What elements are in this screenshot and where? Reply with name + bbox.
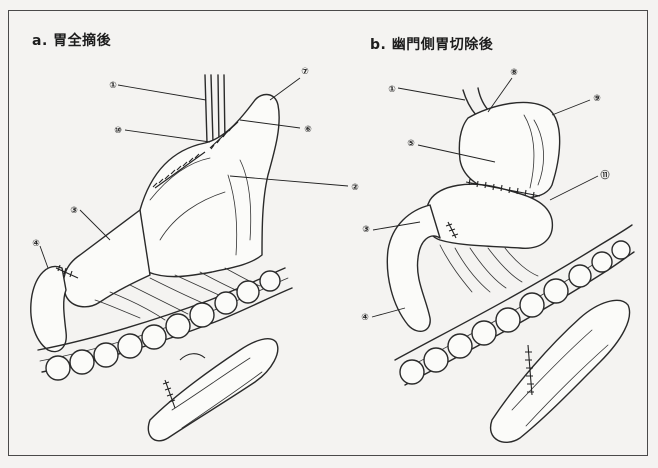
panel-b-illustration: ① ⑧ ⑨ ⑤ ⑪ ③ ④ <box>361 68 634 442</box>
panel-b-callout-9: ⑨ <box>593 94 601 104</box>
panel-a-callout-6: ⑥ <box>304 125 312 135</box>
panel-b-callout-5: ⑤ <box>407 139 415 149</box>
panel-a-callout-4: ④ <box>32 239 40 249</box>
panel-b-callout-3: ③ <box>362 225 370 235</box>
panel-a-callout-3: ③ <box>70 206 78 216</box>
panel-a-lower-bowel <box>148 339 277 441</box>
panel-a-illustration: ① ⑦ ⑩ ⑥ ② ③ ④ <box>31 67 359 441</box>
panel-a-callout-1: ① <box>109 81 117 91</box>
panel-b-afferent-limb <box>387 205 440 331</box>
panel-b-callout-8: ⑧ <box>510 68 518 78</box>
panel-b-mesentery <box>440 245 538 292</box>
panel-a-callout-7: ⑦ <box>301 67 309 77</box>
panel-a-jejunal-limb <box>64 210 150 307</box>
panel-b-callout-11: ⑪ <box>600 169 609 181</box>
panel-a-callout-2: ② <box>351 183 359 193</box>
panel-a-callout-10: ⑩ <box>114 126 122 136</box>
panel-a-esophagus <box>205 75 225 143</box>
panel-a-duodenal-stump <box>31 267 66 352</box>
panel-b-callout-1: ① <box>388 85 396 95</box>
panel-b-callout-4: ④ <box>361 313 369 323</box>
